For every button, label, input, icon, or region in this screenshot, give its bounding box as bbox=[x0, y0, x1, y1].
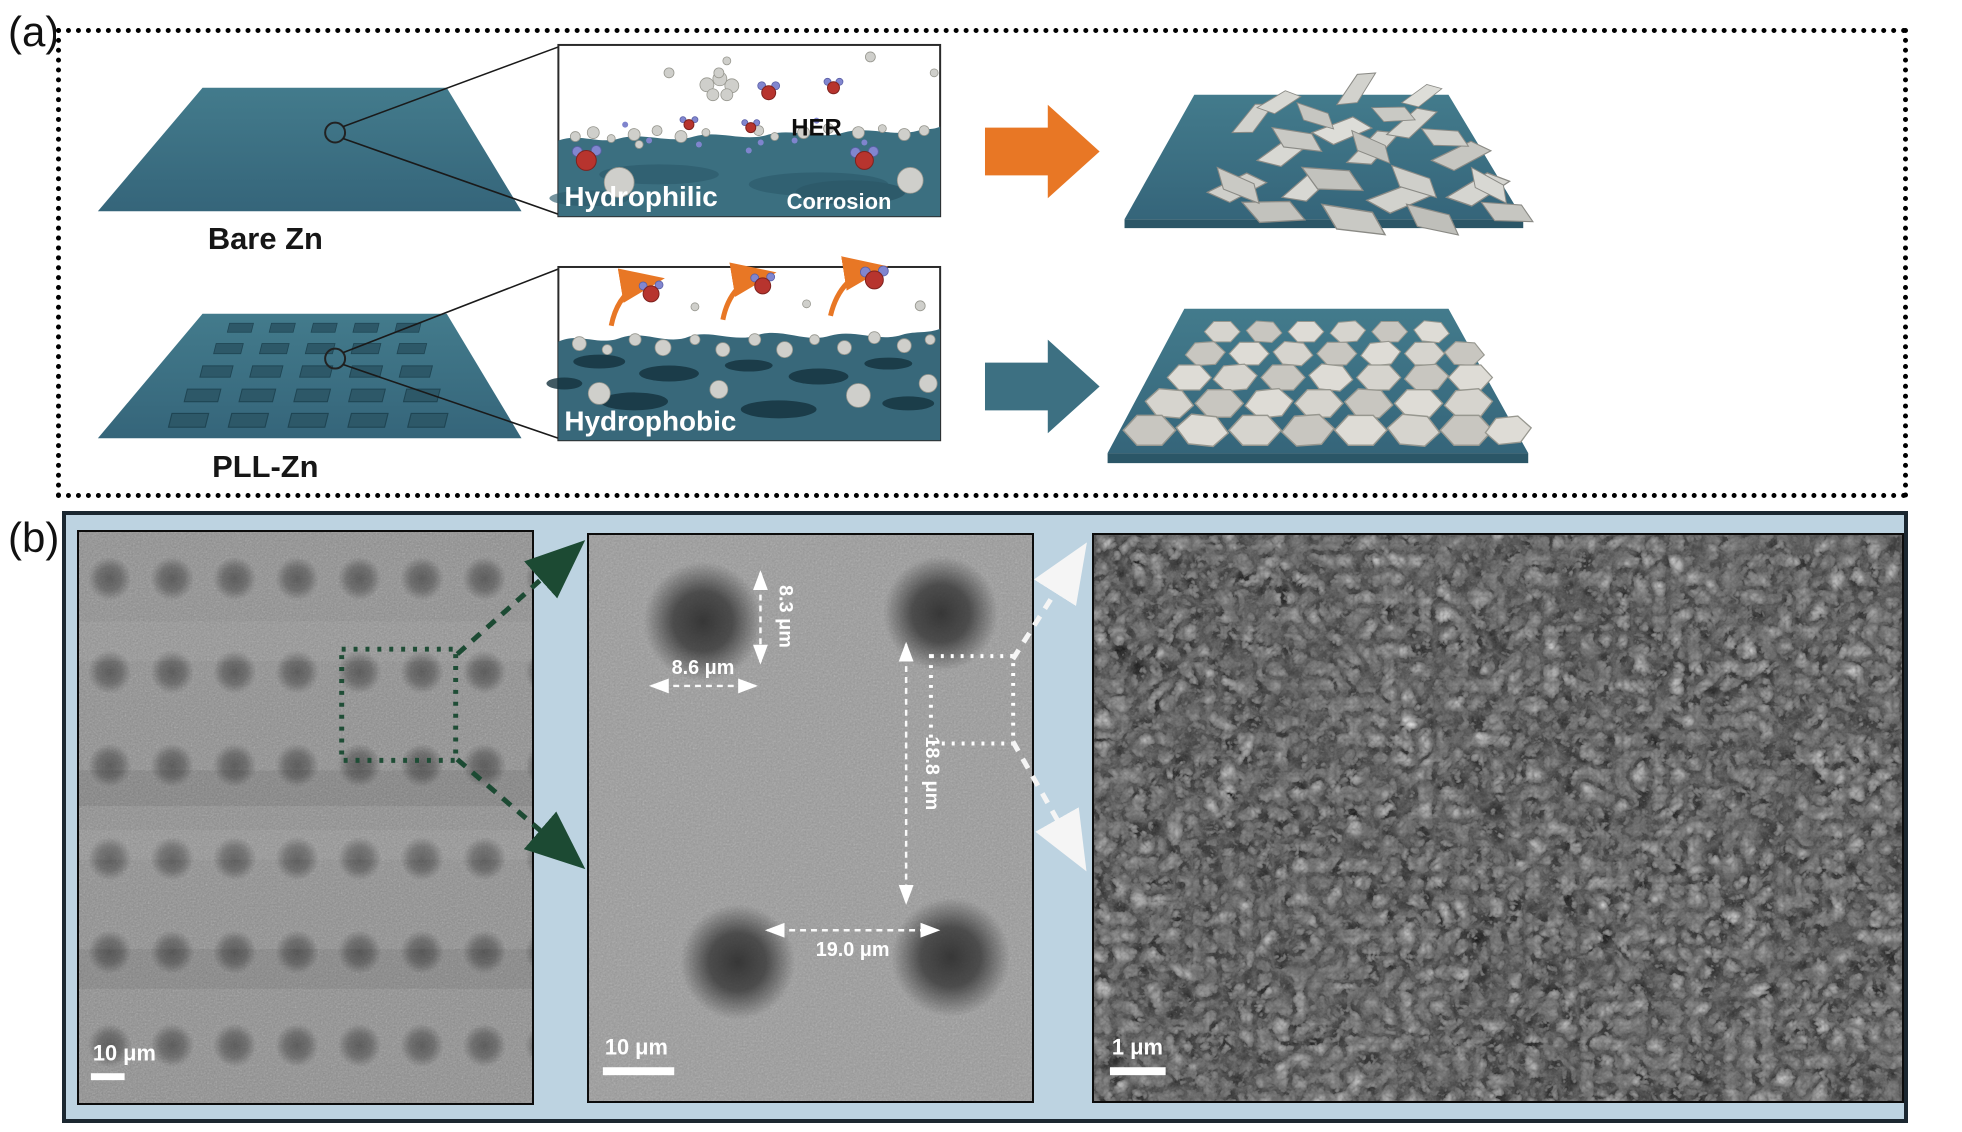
sem1-pattern-spots bbox=[79, 532, 532, 1103]
dim-height-label: 8.3 μm bbox=[774, 585, 796, 648]
repelled-water-molecules bbox=[638, 265, 889, 303]
pll-zn-plate bbox=[97, 268, 559, 439]
surface-shading bbox=[549, 164, 906, 207]
sem-image-nanosheets: 1 μm bbox=[1092, 533, 1904, 1103]
sem1-scale-label: 10 μm bbox=[93, 1040, 156, 1065]
sem-image-overview: 10 μm bbox=[77, 530, 534, 1105]
dendritic-deposit bbox=[1124, 64, 1537, 246]
repelled-water-arrows bbox=[608, 256, 889, 327]
platelet-deposit bbox=[1107, 308, 1534, 464]
h-adatoms bbox=[622, 117, 868, 154]
sem-image-zoom: 8.3 μm 8.6 μm 18.8 μm 19.0 μm 10 μm bbox=[587, 533, 1034, 1103]
zoom-selection-box-green bbox=[339, 646, 459, 763]
process-arrow-pll bbox=[984, 339, 1100, 434]
embedded-spheres bbox=[571, 299, 938, 408]
hydrophilic-label: Hydrophilic bbox=[564, 181, 717, 212]
hydrophobic-label: Hydrophobic bbox=[564, 405, 736, 436]
dimension-annotations: 8.3 μm 8.6 μm 18.8 μm 19.0 μm bbox=[648, 570, 943, 961]
sem1-scale-bar bbox=[90, 1073, 125, 1081]
bare-zn-plate bbox=[97, 46, 559, 215]
sem3-scale-bar bbox=[1109, 1067, 1166, 1076]
panel-a: Bare Zn bbox=[56, 28, 1908, 498]
dim-pitch-vertical-label: 18.8 μm bbox=[921, 736, 943, 810]
hydrophilic-inset: HER Hydrophilic Corrosion bbox=[549, 43, 942, 218]
process-arrow-bare bbox=[984, 104, 1100, 199]
panel-b: 10 μm bbox=[62, 511, 1908, 1123]
panel-a-label: (a) bbox=[8, 8, 60, 55]
sem2-scale-bar bbox=[602, 1067, 675, 1076]
pll-zn-label: PLL-Zn bbox=[212, 449, 318, 484]
sem2-pattern-blobs bbox=[643, 555, 1011, 1020]
water-molecules bbox=[571, 77, 879, 171]
zn-spheres bbox=[569, 51, 939, 198]
bare-zn-label: Bare Zn bbox=[208, 221, 323, 256]
rough-surface bbox=[558, 328, 941, 441]
surface-pits bbox=[546, 354, 935, 419]
zoom-circle-pll bbox=[324, 347, 347, 370]
sem3-fine-noise bbox=[1094, 535, 1902, 1101]
sem3-scale-label: 1 μm bbox=[1112, 1034, 1163, 1059]
gas-bubble-cluster bbox=[699, 67, 740, 102]
sem2-scale-label: 10 μm bbox=[605, 1034, 668, 1059]
dim-width-label: 8.6 μm bbox=[672, 657, 735, 679]
zoom-circle-bare bbox=[324, 121, 347, 144]
dim-pitch-horizontal-label: 19.0 μm bbox=[816, 939, 890, 961]
zoom-selection-box-white bbox=[928, 654, 1016, 746]
panel-a-art: Bare Zn bbox=[97, 43, 1537, 484]
hydrophobic-inset: Hydrophobic bbox=[546, 256, 942, 442]
corrosion-label: Corrosion bbox=[787, 189, 892, 214]
panel-b-label: (b) bbox=[8, 514, 60, 561]
her-label: HER bbox=[791, 115, 841, 142]
